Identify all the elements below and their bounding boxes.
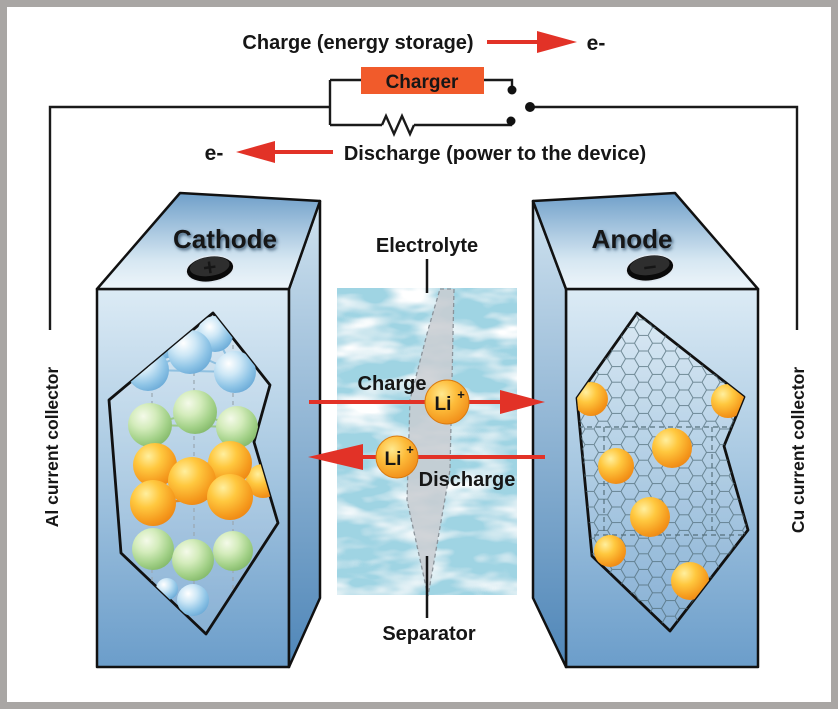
cathode-terminal-sign: + <box>201 253 218 281</box>
ion-charge-label: Charge <box>358 373 427 395</box>
ion-charge-arrow-icon <box>500 390 545 414</box>
separator-label: Separator <box>382 623 476 645</box>
cathode-title: Cathode <box>173 224 277 254</box>
lithium-atom <box>598 448 634 484</box>
graphite-guide-lines <box>578 426 746 536</box>
lithium-atom <box>594 535 626 567</box>
green-atom <box>216 406 258 448</box>
left-wire <box>48 105 330 330</box>
orange-atom <box>168 457 216 505</box>
lithium-atom <box>577 382 608 416</box>
switch-icon <box>506 85 535 126</box>
switch-contact-top <box>507 85 517 95</box>
lithium-atom <box>711 384 745 418</box>
lithium-atom <box>652 428 692 468</box>
green-atom <box>128 403 172 447</box>
discharge-flow-row: e- Discharge (power to the device) <box>205 141 646 165</box>
anode-top-face <box>531 191 760 291</box>
charger-label: Charger <box>386 72 459 93</box>
charger-rect <box>361 67 484 94</box>
anode-title: Anode <box>592 224 673 254</box>
ion-discharge-row: Li + Discharge <box>308 435 545 491</box>
lithium-atom <box>671 562 709 600</box>
right-wire <box>530 105 799 330</box>
cu-current-collector-label: Cu current collector <box>788 367 808 533</box>
plus-terminal-icon: + <box>185 253 235 284</box>
orange-atom <box>208 441 252 485</box>
cathode-top-face <box>95 191 322 291</box>
green-atom <box>132 528 174 570</box>
ion-discharge-label: Discharge <box>419 469 516 491</box>
lithium-ion-charge <box>424 379 470 425</box>
blue-atom <box>214 351 256 393</box>
charge-flow-row: Charge (energy storage) e- <box>242 31 605 55</box>
lithium-ion-discharge-label: Li <box>385 449 402 470</box>
switch-contact-bottom <box>506 116 516 126</box>
ion-charge-row: Charge Li + <box>309 373 545 425</box>
discharge-flow-label: Discharge (power to the device) <box>344 143 646 165</box>
green-atom <box>213 531 253 571</box>
discharge-arrow-icon <box>236 141 275 163</box>
charge-flow-label: Charge (energy storage) <box>242 32 473 54</box>
electrolyte-label: Electrolyte <box>376 235 478 257</box>
charge-electron-label: e- <box>587 32 606 55</box>
separator-membrane <box>406 288 455 597</box>
ion-discharge-arrow-icon <box>308 444 363 470</box>
orange-atom <box>133 443 177 487</box>
electrolyte-region: Electrolyte Separator <box>337 235 517 645</box>
al-current-collector-label: Al current collector <box>42 367 62 528</box>
green-atom <box>173 390 217 434</box>
lithium-ion-charge-label: Li <box>435 394 452 415</box>
lithium-atom <box>630 497 670 537</box>
orange-atom <box>130 480 176 526</box>
orange-atom <box>207 474 253 520</box>
anode-terminal-sign: − <box>641 253 658 281</box>
lithium-ion-charge-sup: + <box>457 387 465 402</box>
charger-branch-wire <box>330 78 514 86</box>
green-atom <box>172 539 214 581</box>
switch-pole <box>525 102 535 112</box>
minus-terminal-icon: − <box>625 253 675 283</box>
lithium-ion-discharge-sup: + <box>406 442 414 457</box>
discharge-electron-label: e- <box>205 142 224 165</box>
charge-arrow-icon <box>537 31 577 53</box>
lithium-ion-discharge <box>375 435 419 479</box>
blue-atom <box>177 584 209 616</box>
charger-box: Charger <box>361 67 484 94</box>
